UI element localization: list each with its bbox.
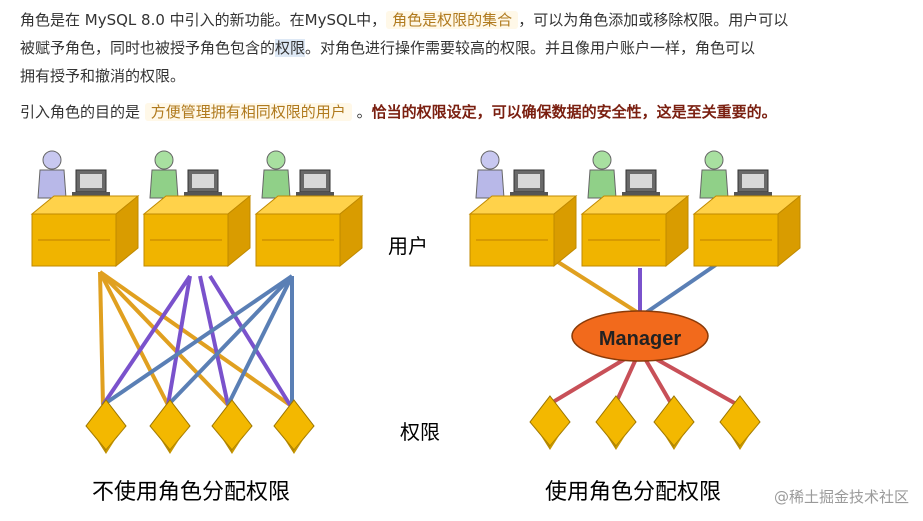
user-workstation xyxy=(31,150,139,267)
purpose-paragraph: 引入角色的目的是 方便管理拥有相同权限的用户 。恰当的权限设定，可以确保数据的安… xyxy=(20,98,777,126)
permission-diamond xyxy=(85,399,127,455)
permission-diamond xyxy=(529,395,571,451)
highlight-tag-purpose: 方便管理拥有相同权限的用户 xyxy=(144,103,352,121)
intro-text-5: 拥有授予和撤消的权限。 xyxy=(20,67,186,85)
right-permissions xyxy=(529,395,761,451)
intro-text-3: 被赋予角色，同时也被授予角色包含的 xyxy=(20,39,276,57)
manager-label: Manager xyxy=(599,328,681,350)
permission-diamond xyxy=(595,395,637,451)
permission-diamond xyxy=(719,395,761,451)
intro-text-4: 。对角色进行操作需要较高的权限。并且像用户账户一样，角色可以 xyxy=(305,39,756,57)
user-workstation xyxy=(469,150,577,267)
intro-text-1: 角色是在 MySQL 8.0 中引入的新功能。在MySQL中， xyxy=(20,11,387,29)
highlight-tag-roles: 角色是权限的集合 xyxy=(386,11,519,29)
permission-diamond xyxy=(149,399,191,455)
user-workstation xyxy=(581,150,689,267)
caption-with-roles: 使用角色分配权限 xyxy=(545,480,722,505)
right-user-lines xyxy=(556,260,722,316)
permission-diamond xyxy=(211,399,253,455)
user-workstation xyxy=(693,150,801,267)
left-permissions xyxy=(85,399,315,455)
user-workstation xyxy=(143,150,251,267)
selected-text: 权限 xyxy=(275,39,306,57)
intro-text-2: ，可以为角色添加或移除权限。用户可以 xyxy=(518,11,789,29)
left-users xyxy=(31,150,363,267)
user-workstation xyxy=(255,150,363,267)
permissions-label: 权限 xyxy=(400,420,440,444)
permission-diamond xyxy=(653,395,695,451)
purpose-emphasis: 恰当的权限设定，可以确保数据的安全性，这是至关重要的。 xyxy=(371,103,777,121)
left-connection-lines xyxy=(98,270,294,407)
right-users xyxy=(469,150,801,267)
purpose-text-1: 引入角色的目的是 xyxy=(20,103,141,121)
users-label: 用户 xyxy=(388,234,428,258)
caption-without-roles: 不使用角色分配权限 xyxy=(92,480,291,505)
watermark: @稀土掘金技术社区 xyxy=(773,488,909,506)
intro-paragraph: 角色是在 MySQL 8.0 中引入的新功能。在MySQL中，角色是权限的集合，… xyxy=(20,6,788,90)
permission-diamond xyxy=(273,399,315,455)
manager-role: Manager xyxy=(571,310,709,362)
purpose-text-2: 。 xyxy=(356,103,372,121)
